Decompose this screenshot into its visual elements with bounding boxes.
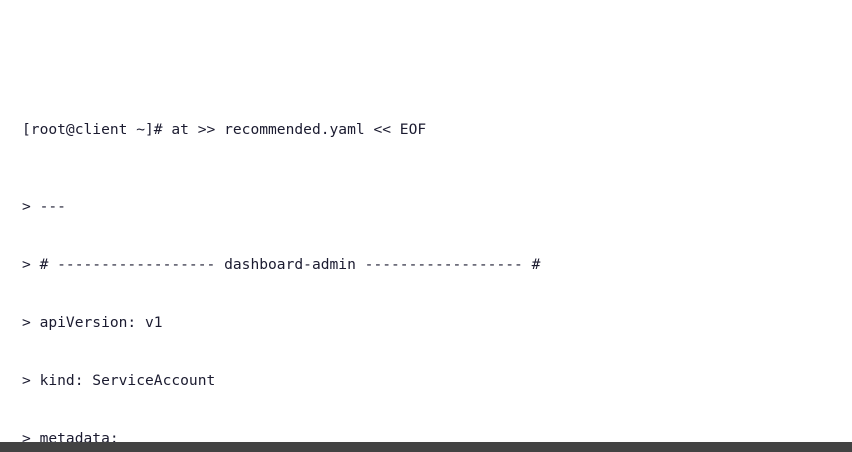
terminal-line: > kind: ServiceAccount [22,371,216,389]
terminal-line: > apiVersion: v1 [22,314,163,332]
bottom-status-bar [0,442,852,452]
terminal-prompt-line: [root@client ~]# at >> recommended.yaml … [22,121,427,139]
terminal-output[interactable]: [root@client ~]# at >> recommended.yaml … [22,0,852,452]
terminal-line: > # ------------------ dashboard-admin -… [22,256,541,274]
terminal-partial-top-line [22,43,852,62]
terminal-line: > --- [22,198,66,216]
